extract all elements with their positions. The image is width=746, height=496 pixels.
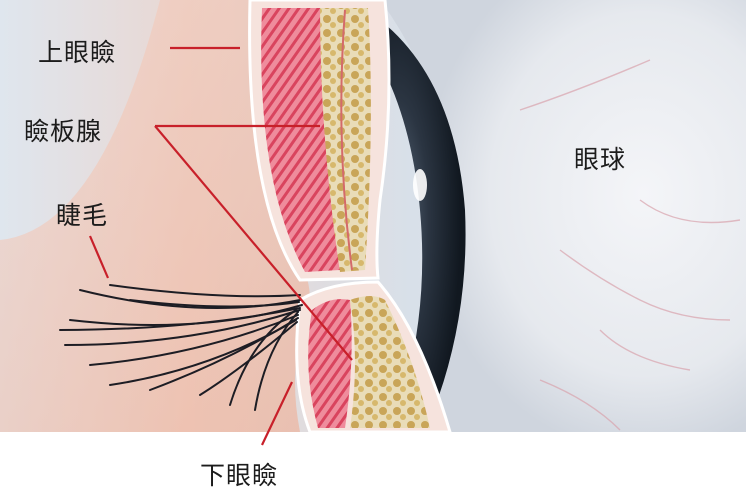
label-meibomian-gland: 瞼板腺 <box>24 112 102 148</box>
lower-eyelid-muscle <box>308 299 352 428</box>
label-lower-eyelid: 下眼瞼 <box>200 456 278 492</box>
iris-highlight <box>413 169 427 201</box>
label-eyeball: 眼球 <box>574 140 626 176</box>
label-eyelash: 睫毛 <box>56 196 108 232</box>
label-upper-eyelid: 上眼瞼 <box>38 33 116 69</box>
